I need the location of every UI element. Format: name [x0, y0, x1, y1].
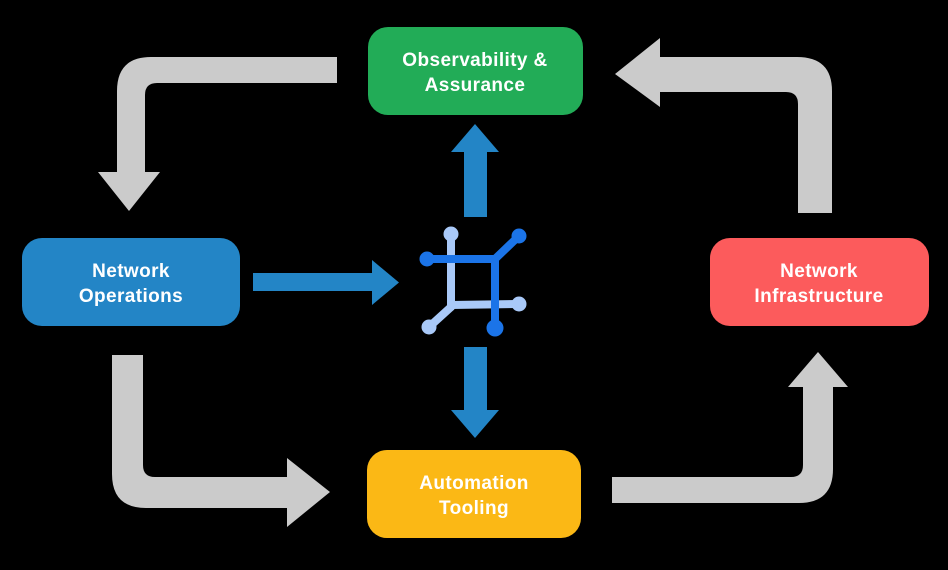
- node-observability-label-line1: Observability &: [402, 50, 547, 71]
- node-network-operations-label-line2: Operations: [79, 286, 183, 307]
- node-automation-tooling: Automation Tooling: [367, 450, 581, 538]
- node-network-infrastructure: Network Infrastructure: [710, 238, 929, 326]
- node-automation-tooling-label-line1: Automation: [419, 473, 529, 494]
- node-observability-box: [368, 27, 583, 115]
- cycle-arrows: [98, 38, 848, 527]
- node-network-infrastructure-label-line2: Infrastructure: [754, 286, 883, 307]
- node-automation-tooling-box: [367, 450, 581, 538]
- arrow-center-to-automation-icon: [451, 347, 499, 438]
- mesh-light-nodes: [421, 226, 527, 335]
- arrow-center-to-observability-icon: [451, 124, 499, 217]
- arrow-operations-to-center-icon: [253, 260, 399, 305]
- node-observability: Observability & Assurance: [368, 27, 583, 115]
- node-network-infrastructure-label-line1: Network: [780, 261, 858, 282]
- arrow-operations-to-automation-icon: [112, 355, 330, 527]
- node-network-infrastructure-box: [710, 238, 929, 326]
- flow-arrows: [253, 124, 499, 438]
- arrow-observability-to-operations-icon: [98, 57, 337, 211]
- node-network-operations-box: [22, 238, 240, 326]
- node-network-operations-label-line1: Network: [92, 261, 170, 282]
- node-automation-tooling-label-line2: Tooling: [439, 498, 509, 519]
- node-observability-label-line2: Assurance: [425, 75, 526, 96]
- arrow-automation-to-infrastructure-icon: [612, 352, 848, 503]
- mesh-dark-nodes: [419, 228, 527, 337]
- network-mesh-icon: [419, 226, 527, 337]
- arrow-infrastructure-to-observability-icon: [615, 38, 832, 213]
- node-network-operations: Network Operations: [22, 238, 240, 326]
